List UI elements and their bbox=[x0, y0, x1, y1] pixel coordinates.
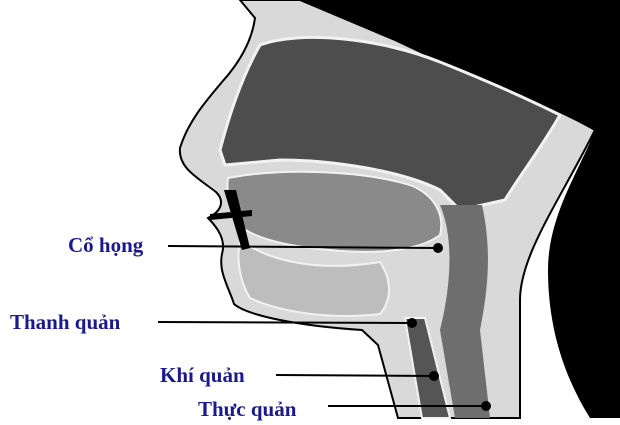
pharynx-dot bbox=[433, 243, 443, 253]
larynx-dot bbox=[407, 318, 417, 328]
trachea-leader bbox=[276, 375, 434, 376]
esophagus-label: Thực quản bbox=[198, 397, 296, 421]
larynx-leader bbox=[158, 322, 412, 323]
pharynx-label: Cổ họng bbox=[68, 233, 143, 257]
trachea-label: Khí quản bbox=[160, 363, 245, 387]
larynx-label: Thanh quản bbox=[10, 310, 120, 334]
esophagus-dot bbox=[481, 401, 491, 411]
trachea-dot bbox=[429, 371, 439, 381]
